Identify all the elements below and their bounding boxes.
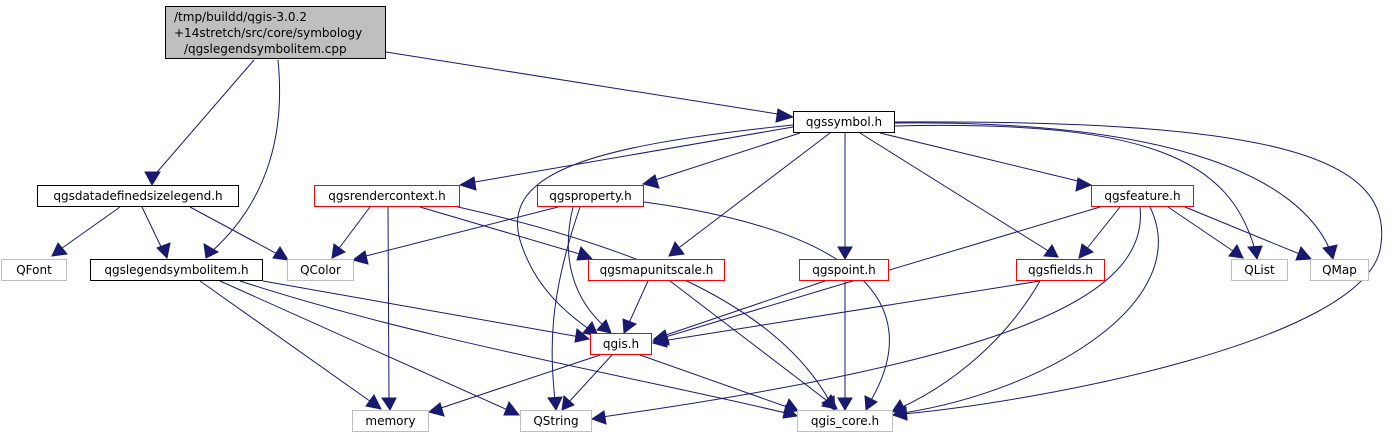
edge-qgssymbol-qgsfeature	[879, 132, 1093, 192]
node-qstring[interactable]: QString	[520, 410, 592, 432]
edge-qgsrendercontext-qcolor	[331, 206, 371, 259]
node-qgsrendercontext[interactable]: qgsrendercontext.h	[314, 185, 460, 207]
edge-qgsproperty-qcolor	[351, 206, 559, 265]
edge-qgssymbol-qgsmapunitscale	[668, 132, 831, 257]
edge-qgis-qgis_core	[639, 354, 799, 413]
edge-qgsmapunitscale-qgis_core	[669, 280, 838, 410]
node-qgsfields[interactable]: qgsfields.h	[1016, 259, 1105, 281]
edge-qgslegendsymbolitem-qstring	[219, 280, 521, 416]
edge-qgis-qstring	[561, 354, 613, 411]
edge-root-qgsdatadefinedsizelegend	[144, 59, 255, 187]
edge-qgsdatadefinedsizelegend-qgslegendsymbolitem	[141, 206, 171, 260]
edge-qgsproperty-qstring	[547, 206, 581, 412]
node-qgsproperty[interactable]: qgsproperty.h	[537, 185, 644, 207]
edge-qgsfeature-qgis_core	[891, 206, 1159, 420]
node-root-file: /tmp/buildd/qgis-3.0.2 +14stretch/src/co…	[165, 6, 386, 59]
edge-qgsfeature-qstring	[590, 206, 1141, 425]
node-qlist[interactable]: QList	[1231, 259, 1288, 281]
node-qmap[interactable]: QMap	[1310, 259, 1369, 281]
edge-qgis-memory	[427, 354, 601, 417]
edge-qgsrendercontext-memory	[381, 206, 397, 411]
node-qcolor[interactable]: QColor	[287, 259, 354, 281]
node-qfont[interactable]: QFont	[1, 259, 67, 281]
node-qgsmapunitscale[interactable]: qgsmapunitscale.h	[588, 259, 725, 281]
edge-qgsfields-qgis_core	[891, 280, 1041, 413]
root-path-line-3: /qgslegendsymbolitem.cpp	[184, 41, 347, 56]
edge-qgsrendercontext-qgsmapunitscale	[419, 206, 594, 261]
edge-qgssymbol-qgsproperty	[641, 132, 801, 189]
edge-qgsproperty-qgis_core	[643, 201, 890, 411]
edge-qgssymbol-qmap	[894, 122, 1338, 261]
edge-qgsdatadefinedsizelegend-qfont	[51, 206, 121, 257]
edge-qgssymbol-qgspoint	[837, 133, 853, 260]
edge-qgspoint-qgis_core	[837, 281, 853, 411]
node-qgis-core[interactable]: qgis_core.h	[797, 410, 893, 432]
edge-qgsmapunitscale-qgis	[622, 280, 649, 334]
edge-qgsfeature-qgsfields	[1078, 206, 1121, 259]
edge-qgsdatadefinedsizelegend-qcolor	[189, 206, 289, 261]
edge-qgslegendsymbolitem-qgis	[262, 280, 591, 343]
node-qgslegendsymbolitem[interactable]: qgslegendsymbolitem.h	[90, 259, 263, 281]
root-path-line-1: /tmp/buildd/qgis-3.0.2	[174, 9, 307, 24]
edge-qgsfields-qgis	[651, 280, 1041, 348]
node-qgis[interactable]: qgis.h	[590, 333, 652, 355]
edge-qgssymbol-qgis	[517, 124, 794, 337]
node-qgspoint[interactable]: qgspoint.h	[799, 259, 889, 281]
root-path-line-2: +14stretch/src/core/symbology	[174, 25, 363, 40]
edge-qgsfeature-qmap	[1184, 206, 1313, 261]
edge-root-qgssymbol	[385, 51, 795, 123]
edge-qgssymbol-qgsrendercontext	[458, 126, 794, 191]
edge-qgssymbol-qgsfields	[859, 132, 1059, 258]
node-memory[interactable]: memory	[352, 410, 429, 432]
edge-qgsproperty-qgis	[567, 206, 612, 334]
node-qgsfeature[interactable]: qgsfeature.h	[1091, 185, 1194, 207]
edge-qgssymbol-qlist	[894, 124, 1263, 261]
edge-qgslegendsymbolitem-memory	[199, 280, 382, 410]
edge-qgsfeature-qlist	[1167, 206, 1244, 259]
edge-qgslegendsymbolitem-qgis_core	[239, 280, 799, 419]
edge-qgspoint-qgis	[652, 280, 826, 344]
edge-qgssymbol-qgis_core	[891, 121, 1383, 421]
edge-qgsrendercontext-qgis_core	[457, 206, 836, 411]
edge-root-qgslegendsymbolitem	[203, 59, 281, 259]
node-qgsdatadefinedsizelegend[interactable]: qgsdatadefinedsizelegend.h	[37, 185, 239, 207]
node-qgssymbol[interactable]: qgssymbol.h	[793, 111, 895, 133]
